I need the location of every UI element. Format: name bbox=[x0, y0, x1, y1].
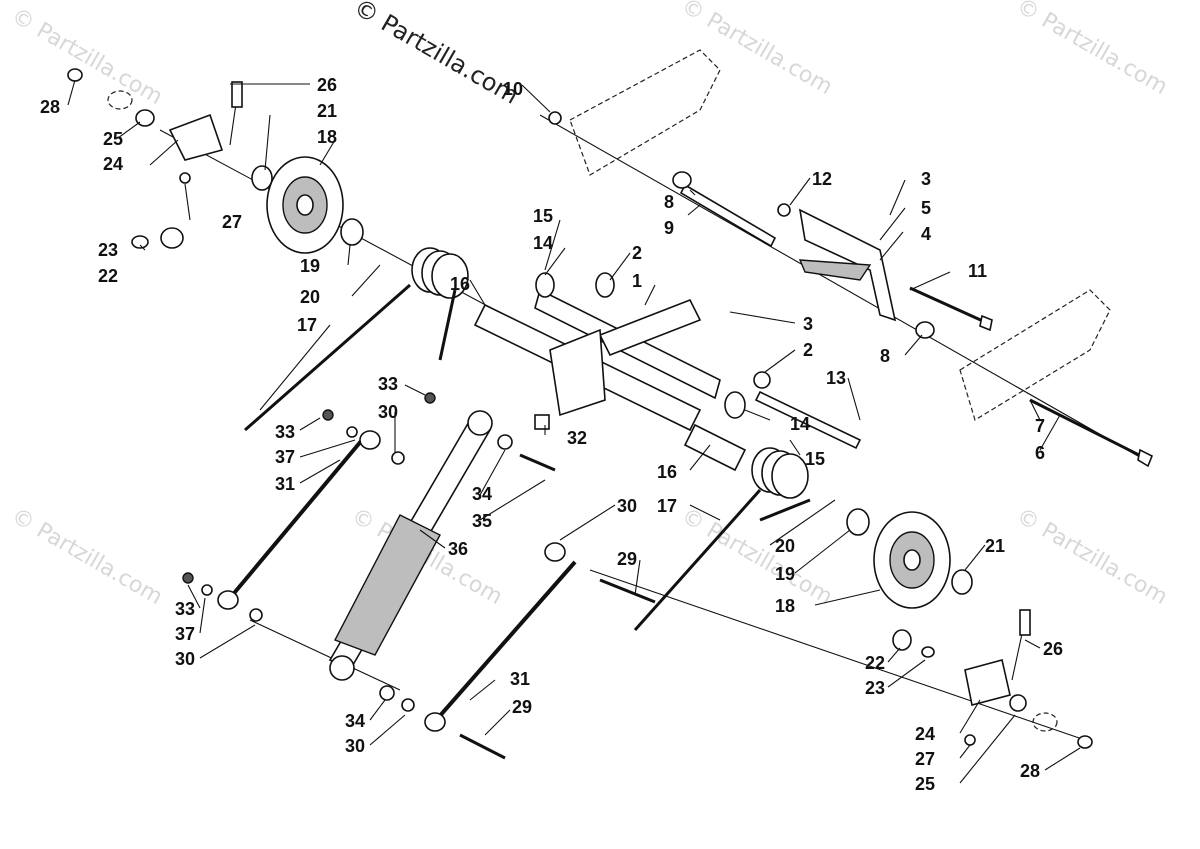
watermark-7: © Partzilla.com bbox=[1012, 504, 1172, 611]
callout-11: 11 bbox=[968, 261, 987, 281]
callout-30-b: 30 bbox=[617, 496, 637, 516]
callout-15-top: 15 bbox=[533, 206, 553, 226]
callout-31-a: 31 bbox=[275, 474, 295, 494]
callout-26-right: 26 bbox=[1043, 639, 1063, 659]
callout-25-right: 25 bbox=[915, 774, 935, 794]
bracket bbox=[548, 111, 935, 339]
callout-23: 23 bbox=[98, 240, 118, 260]
callout-24: 24 bbox=[103, 154, 123, 174]
callout-29-b: 29 bbox=[512, 697, 532, 717]
left-spring bbox=[244, 247, 469, 432]
callout-22: 22 bbox=[98, 266, 118, 286]
callout-30-c: 30 bbox=[345, 736, 365, 756]
watermark-4: © Partzilla.com bbox=[7, 504, 167, 611]
callout-21-right: 21 bbox=[985, 536, 1005, 556]
watermarks: © Partzilla.com © Partzilla.com © Partzi… bbox=[7, 0, 1172, 610]
shock-and-links bbox=[182, 392, 656, 760]
callout-20-right: 20 bbox=[775, 536, 795, 556]
callout-13: 13 bbox=[826, 368, 846, 388]
leader-lines bbox=[67, 79, 1081, 784]
callout-34-a: 34 bbox=[472, 484, 492, 504]
callout-20: 20 bbox=[300, 287, 320, 307]
callout-22-right: 22 bbox=[865, 653, 885, 673]
callout-17-right: 17 bbox=[657, 496, 677, 516]
callout-14-top: 14 bbox=[533, 233, 553, 253]
callout-3-top: 3 bbox=[921, 169, 931, 189]
callout-36: 36 bbox=[448, 539, 468, 559]
watermark-2: © Partzilla.com bbox=[677, 0, 837, 100]
callout-labels: 10 26 21 18 28 25 24 27 23 22 19 20 16 1… bbox=[40, 75, 1063, 794]
callout-12: 12 bbox=[812, 169, 832, 189]
callout-28-right: 28 bbox=[1020, 761, 1040, 781]
callout-37-a: 37 bbox=[275, 447, 295, 467]
callout-19: 19 bbox=[300, 256, 320, 276]
callout-8-mid: 8 bbox=[880, 346, 890, 366]
callout-33-c: 33 bbox=[175, 599, 195, 619]
callout-10: 10 bbox=[503, 79, 523, 99]
right-spring bbox=[633, 447, 811, 631]
callout-1: 1 bbox=[632, 271, 642, 291]
callout-4: 4 bbox=[921, 224, 931, 244]
copyright-label: © Partzilla.com bbox=[349, 0, 523, 110]
callout-37-b: 37 bbox=[175, 624, 195, 644]
callout-29-a: 29 bbox=[617, 549, 637, 569]
callout-28: 28 bbox=[40, 97, 60, 117]
callout-34-b: 34 bbox=[345, 711, 365, 731]
callout-27: 27 bbox=[222, 212, 242, 232]
callout-15-mid: 15 bbox=[805, 449, 825, 469]
callout-16-right: 16 bbox=[657, 462, 677, 482]
rails bbox=[569, 49, 1111, 421]
callout-9: 9 bbox=[664, 218, 674, 238]
callout-18-right: 18 bbox=[775, 596, 795, 616]
callout-27-right: 27 bbox=[915, 749, 935, 769]
callout-32: 32 bbox=[567, 428, 587, 448]
callout-23-right: 23 bbox=[865, 678, 885, 698]
callout-19-right: 19 bbox=[775, 564, 795, 584]
callout-5: 5 bbox=[921, 198, 931, 218]
callout-24-right: 24 bbox=[915, 724, 935, 744]
callout-17-left: 17 bbox=[297, 315, 317, 335]
callout-3-mid: 3 bbox=[803, 314, 813, 334]
watermark-3: © Partzilla.com bbox=[1012, 0, 1172, 100]
callout-35: 35 bbox=[472, 511, 492, 531]
callout-6: 6 bbox=[1035, 443, 1045, 463]
callout-31-b: 31 bbox=[510, 669, 530, 689]
callout-2-top: 2 bbox=[632, 243, 642, 263]
callout-21: 21 bbox=[317, 101, 337, 121]
shafts bbox=[159, 114, 1154, 741]
callout-2-mid: 2 bbox=[803, 340, 813, 360]
callout-16-left: 16 bbox=[450, 274, 470, 294]
callout-30-a: 30 bbox=[378, 402, 398, 422]
callout-26: 26 bbox=[317, 75, 337, 95]
callout-14-mid: 14 bbox=[790, 414, 810, 434]
callout-7: 7 bbox=[1035, 416, 1045, 436]
callout-8-top: 8 bbox=[664, 192, 674, 212]
callout-25: 25 bbox=[103, 129, 123, 149]
watermark-1: © Partzilla.com bbox=[7, 4, 167, 111]
left-idler-assembly bbox=[67, 68, 364, 254]
callout-33-a: 33 bbox=[378, 374, 398, 394]
callout-18: 18 bbox=[317, 127, 337, 147]
center-arm bbox=[473, 272, 771, 472]
callout-30-d: 30 bbox=[175, 649, 195, 669]
right-idler-assembly bbox=[846, 508, 1093, 749]
callout-33-b: 33 bbox=[275, 422, 295, 442]
